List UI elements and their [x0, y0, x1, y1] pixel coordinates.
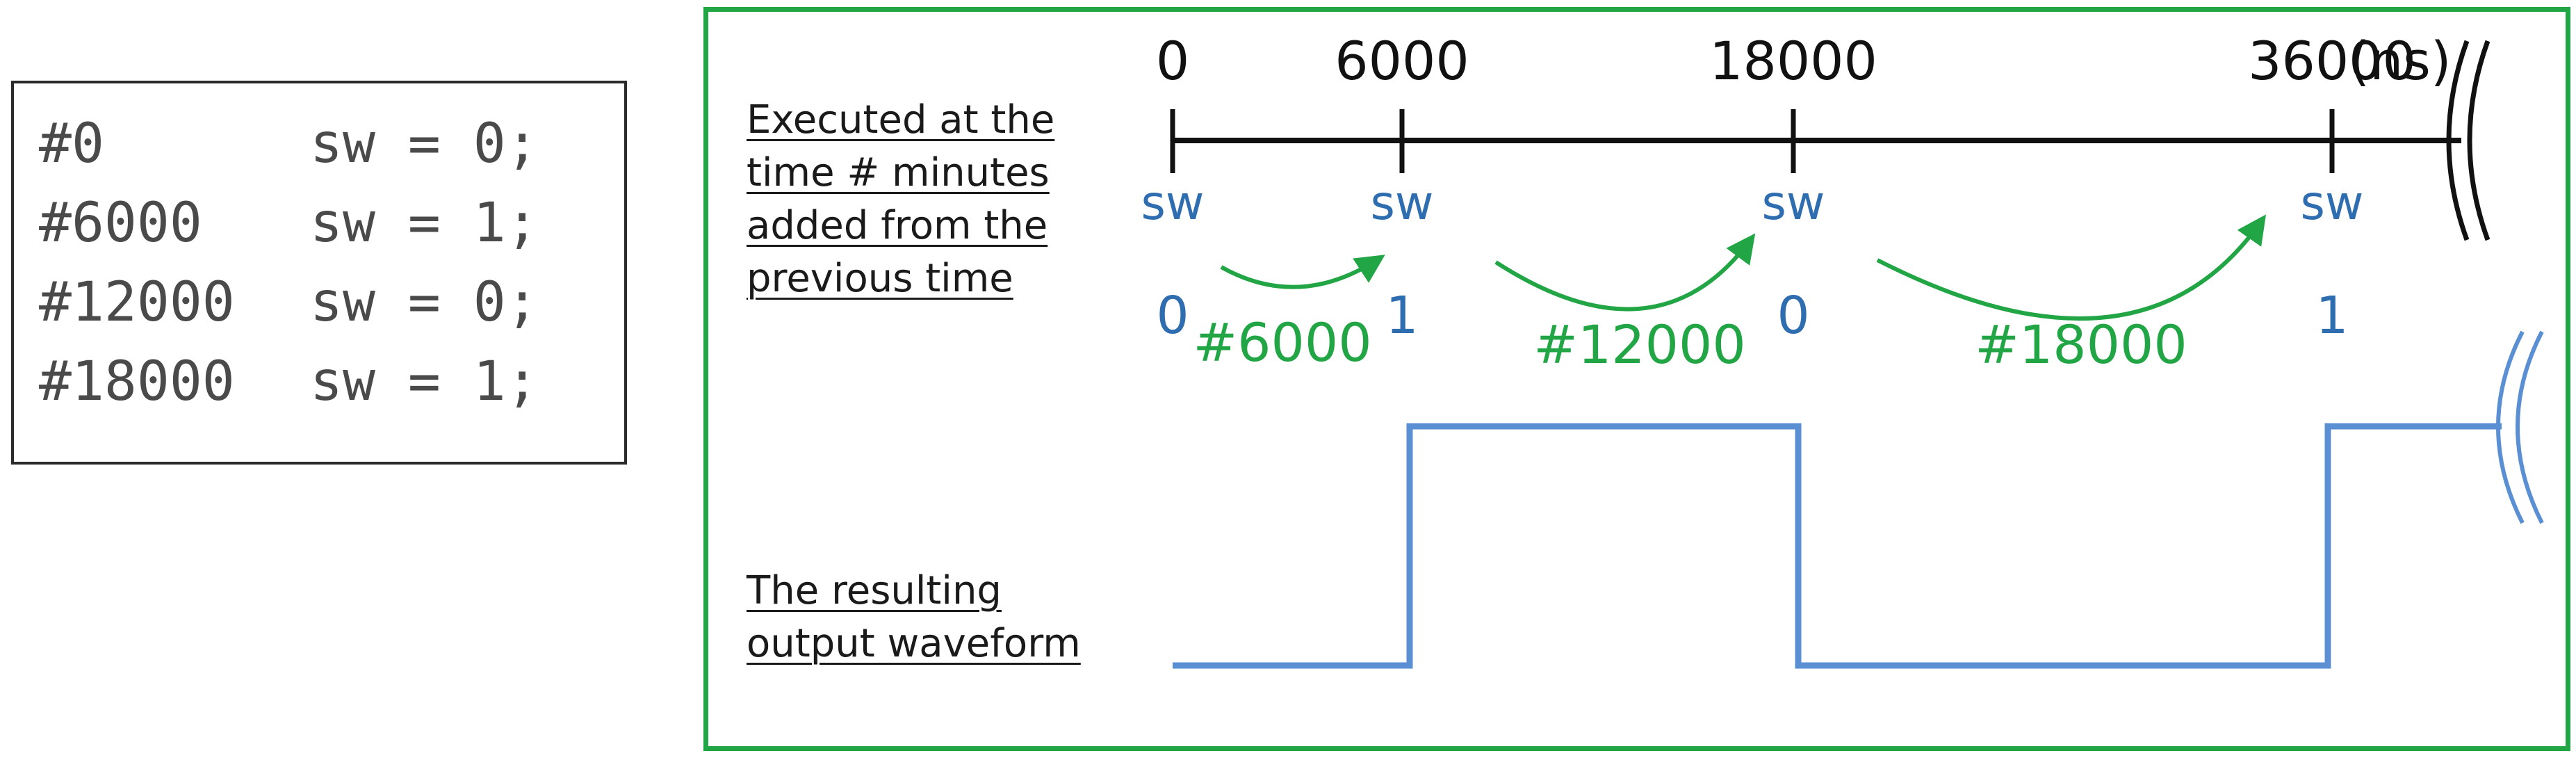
code-delay: #12000 [39, 271, 235, 334]
tick-label: 6000 [1335, 30, 1469, 92]
caption-line: output waveform [747, 621, 1081, 666]
code-listing: #0 sw = 0; #6000 sw = 1; #12000 sw = 0; #18… [11, 81, 627, 465]
signal-label: sw [1141, 176, 1204, 231]
delay-arrow [1876, 214, 2267, 321]
axis-break-icon [2446, 40, 2470, 241]
code-line: #6000 sw = 1; [39, 184, 624, 263]
signal-label: sw [1761, 176, 1825, 231]
delay-label: #12000 [1533, 314, 1745, 376]
code-delay: #18000 [39, 350, 235, 413]
timing-svg: 0 6000 18000 36000 (ns) sw sw sw sw 0 1 … [1141, 30, 2544, 669]
signal-label: sw [2300, 176, 2363, 231]
signal-value: 1 [1385, 286, 1418, 346]
signal-label: sw [1370, 176, 1433, 231]
code-delay: #6000 [39, 192, 202, 255]
timing-diagram: Executed at the time # minutes added fro… [703, 7, 2570, 751]
caption-line: The resulting [747, 568, 1002, 613]
caption-line: Executed at the [747, 97, 1055, 143]
caption-line: added from the [747, 203, 1048, 248]
signal-value: 0 [1156, 286, 1189, 346]
code-delay: #0 [39, 113, 104, 175]
code-line: #0 sw = 0; [39, 104, 624, 184]
tick-label: 18000 [1709, 30, 1877, 92]
signal-value: 1 [2315, 286, 2348, 346]
waveform-break-icon [2496, 330, 2525, 524]
waveform-break-icon [2516, 330, 2544, 524]
code-line: #12000 sw = 0; [39, 263, 624, 342]
caption-waveform: The resulting output waveform [747, 565, 1081, 670]
caption-executed: Executed at the time # minutes added fro… [747, 94, 1054, 305]
code-statement: sw = 0; [310, 113, 539, 175]
delay-label: #18000 [1975, 314, 2187, 376]
delay-label: #6000 [1193, 312, 1371, 373]
time-unit-label: (ns) [2349, 30, 2451, 92]
output-waveform [1173, 423, 2502, 669]
axis-break-icon [2467, 40, 2491, 241]
delay-arrow [1494, 233, 1756, 312]
tick-label: 0 [1156, 30, 1189, 92]
code-statement: sw = 0; [310, 271, 539, 334]
code-statement: sw = 1; [310, 350, 539, 413]
caption-line: time # minutes [747, 150, 1050, 195]
code-line: #18000 sw = 1; [39, 342, 624, 421]
tick-label: 36000 [2248, 30, 2416, 92]
code-statement: sw = 1; [310, 192, 539, 255]
signal-value: 0 [1777, 286, 1809, 346]
caption-line: previous time [747, 256, 1013, 301]
delay-arrow [1220, 255, 1385, 289]
